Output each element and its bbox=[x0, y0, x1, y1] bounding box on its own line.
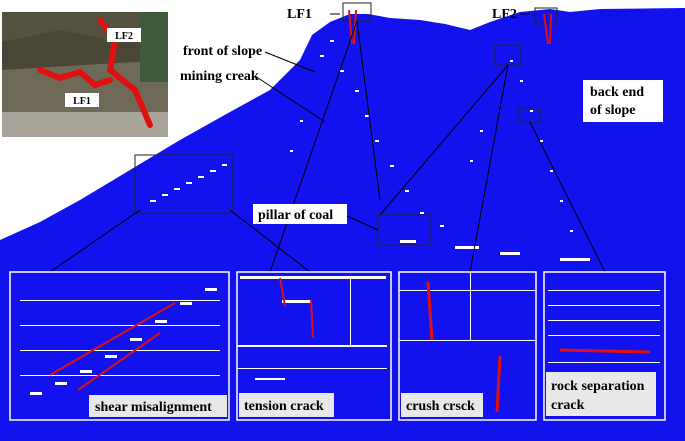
site-photo: LF2 LF1 bbox=[2, 12, 168, 137]
mining-creak-label: mining creak bbox=[180, 69, 259, 84]
back-end-label-line2: of slope bbox=[590, 103, 636, 118]
lf1-label: LF1 bbox=[287, 7, 312, 22]
inset-rock: rock separation crack bbox=[543, 271, 666, 421]
pillar-of-coal-label: pillar of coal bbox=[258, 208, 333, 223]
leader-lines bbox=[49, 13, 606, 273]
inset-rock-label-line1: rock separation bbox=[551, 379, 645, 394]
inset-rock-label-line2: crack bbox=[551, 398, 585, 413]
inset-shear: shear misalignment bbox=[9, 271, 230, 421]
inset-crush-label: crush crsck bbox=[406, 399, 475, 414]
inset-tension: tension crack bbox=[236, 271, 392, 421]
inset-crush: crush crsck bbox=[398, 271, 537, 421]
photo-lf2-label: LF2 bbox=[115, 31, 133, 42]
front-of-slope-label: front of slope bbox=[183, 44, 262, 59]
back-end-label-bg bbox=[583, 80, 663, 122]
pillar-label-bg bbox=[253, 204, 347, 224]
crack-marks bbox=[150, 40, 590, 261]
photo-lf1-label: LF1 bbox=[73, 96, 91, 107]
inset-tension-label: tension crack bbox=[244, 399, 324, 414]
back-end-label-line1: back end bbox=[590, 85, 644, 100]
inset-shear-label: shear misalignment bbox=[95, 400, 212, 415]
lf2-label: LF2 bbox=[492, 7, 517, 22]
